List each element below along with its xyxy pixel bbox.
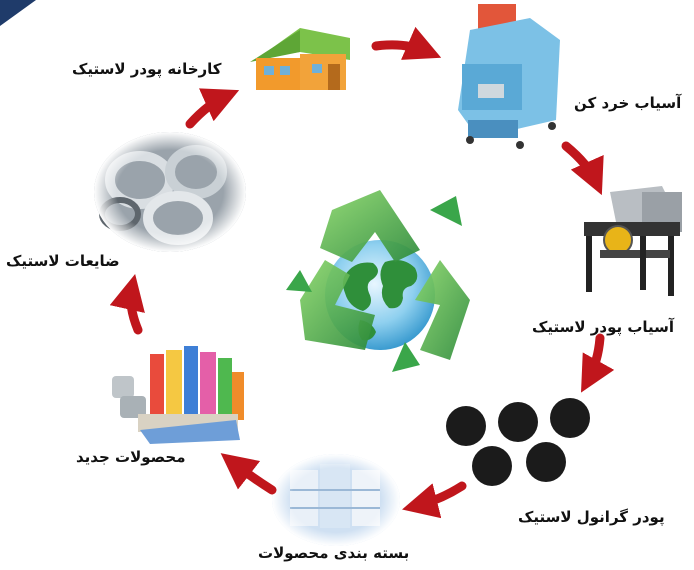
grinder-machine-icon: [584, 186, 682, 296]
arrow-factory-to-crusher: [371, 26, 442, 60]
recycle-globe-icon: [286, 190, 470, 372]
packaged-products-icon: [272, 454, 400, 546]
arrow-granules-to-packaging: [402, 481, 467, 519]
corner-decoration: [0, 0, 36, 26]
house-icon: [250, 28, 350, 90]
crusher-machine-icon: [458, 4, 560, 149]
label-new-products: محصولات جدید: [76, 448, 186, 466]
arrow-scrap-to-factory: [185, 88, 240, 129]
label-packaging: بسته بندی محصولات: [258, 544, 410, 562]
arrow-crusher-to-grinder: [561, 141, 604, 196]
label-crusher: آسیاب خرد کن: [574, 94, 682, 112]
label-grinder: آسیاب پودر لاستیک: [532, 318, 675, 336]
label-factory: کارخانه پودر لاستیک: [72, 60, 222, 78]
label-scrap: ضایعات لاستیک: [6, 252, 120, 270]
arrow-grinder-to-granules: [581, 333, 615, 393]
new-products-icon: [112, 346, 244, 444]
cycle-arrows: [109, 26, 615, 519]
arrow-packaging-to-new-products: [220, 453, 277, 495]
arrow-new-products-to-scrap: [109, 273, 145, 335]
rubber-granules-icon: [446, 398, 590, 486]
label-granules: پودر گرانول لاستیک: [518, 508, 665, 526]
scrap-tires-icon: [94, 132, 246, 252]
